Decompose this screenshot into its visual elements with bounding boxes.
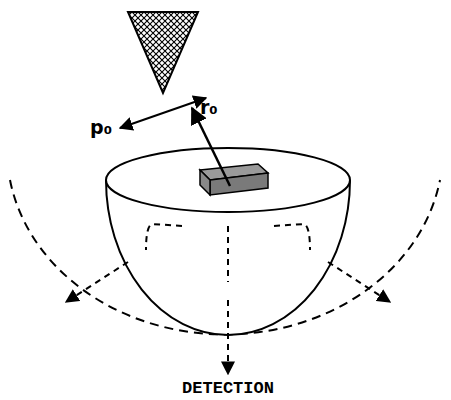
light-paths: [66, 224, 390, 374]
symbol-label: p₀: [90, 118, 112, 137]
symbol-label: r₀: [200, 98, 218, 117]
position-arrow: [192, 108, 230, 186]
sample-block: [200, 164, 268, 195]
detection-label: DETECTION: [182, 380, 274, 397]
probe-tip: [128, 12, 198, 93]
